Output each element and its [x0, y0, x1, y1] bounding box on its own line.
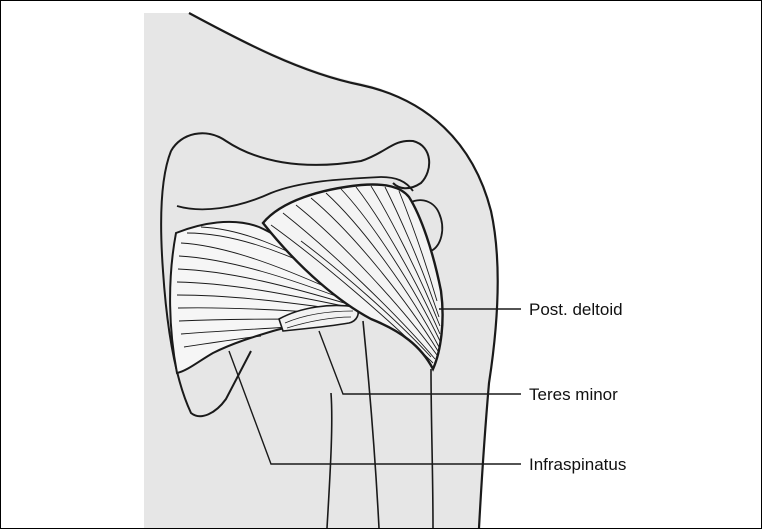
- label-post-deltoid: Post. deltoid: [529, 300, 623, 319]
- label-infraspinatus: Infraspinatus: [529, 455, 626, 474]
- label-teres-minor: Teres minor: [529, 385, 618, 404]
